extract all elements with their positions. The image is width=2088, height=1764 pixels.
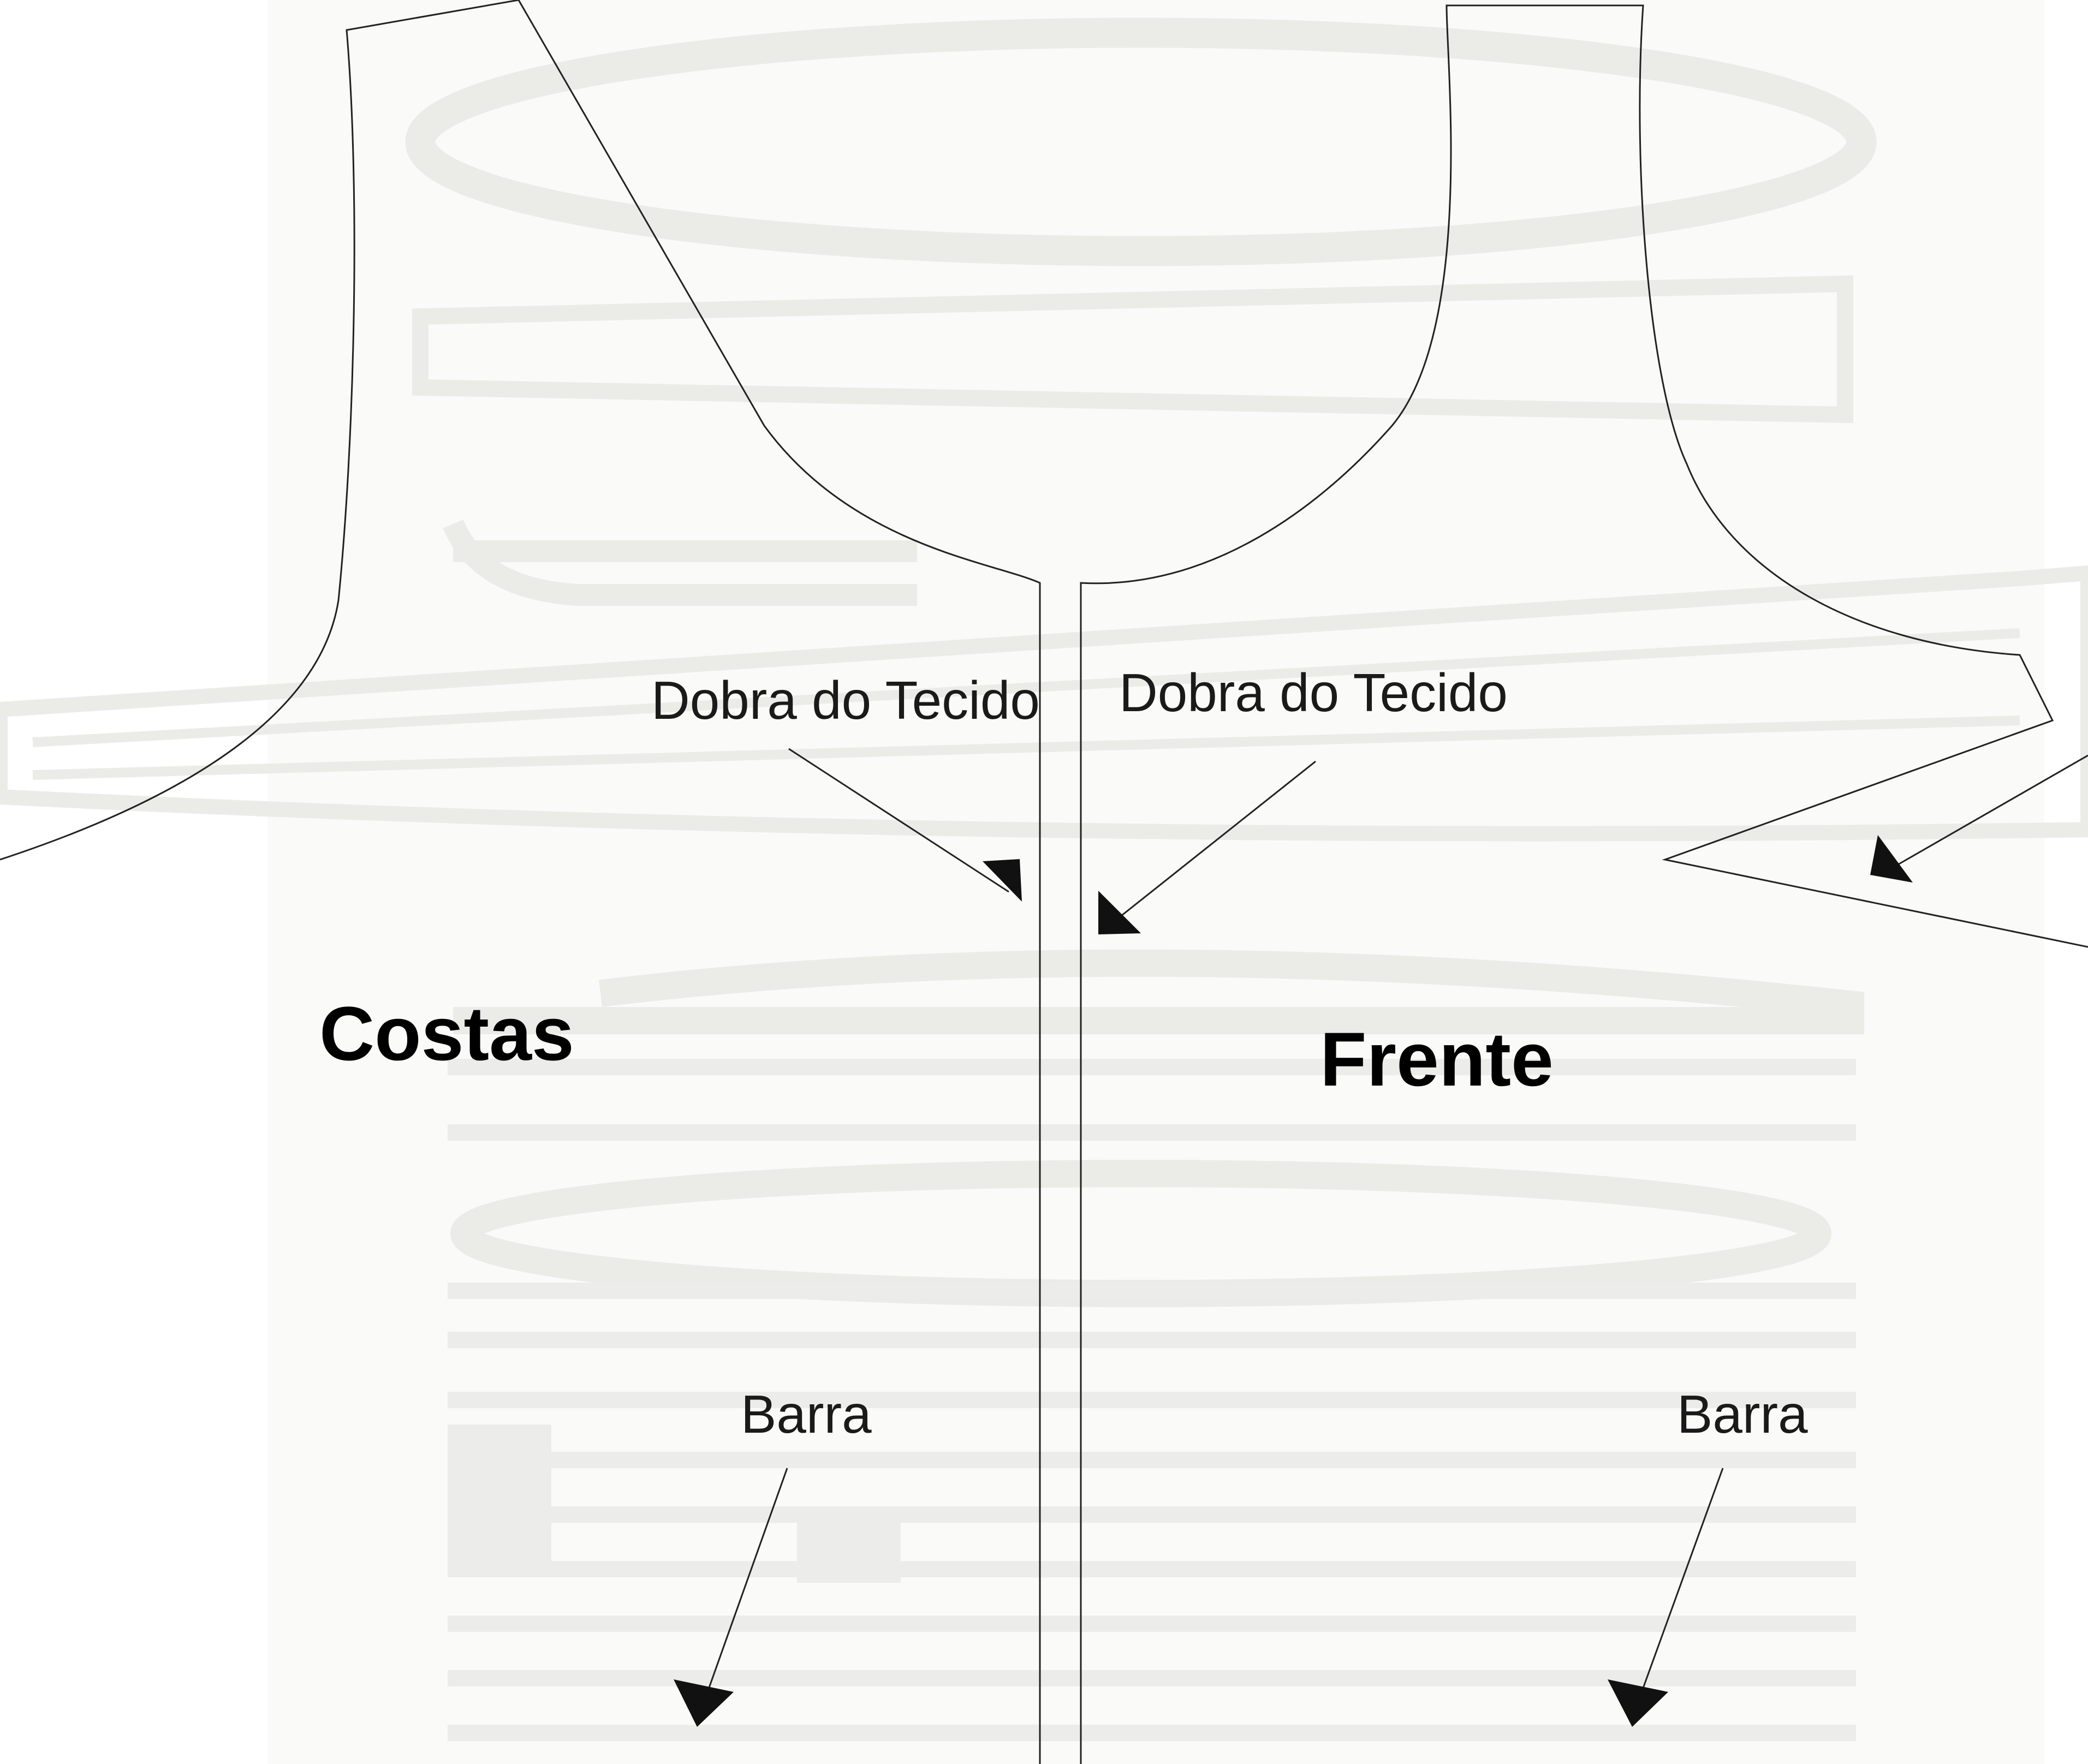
front-fold-label: Dobra do Tecido: [1119, 663, 1508, 723]
back-piece-title: Costas: [319, 991, 574, 1076]
front-hem-label: Barra: [1677, 1384, 1808, 1444]
watermark-logo: [0, 17, 2088, 1741]
arrow-front-side: [1870, 754, 2088, 883]
arrow-front-hem: [1608, 1468, 1724, 1727]
front-piece-outline: [1080, 4, 2088, 1764]
arrow-back-hem: [674, 1468, 788, 1727]
back-piece-outline: [0, 0, 1041, 1764]
front-piece-title: Frente: [1320, 1016, 1554, 1102]
arrow-front-fold: [1098, 760, 1316, 934]
arrow-back-fold: [788, 748, 1022, 902]
back-fold-label: Dobra do Tecido: [651, 670, 1040, 730]
back-hem-label: Barra: [741, 1384, 872, 1444]
